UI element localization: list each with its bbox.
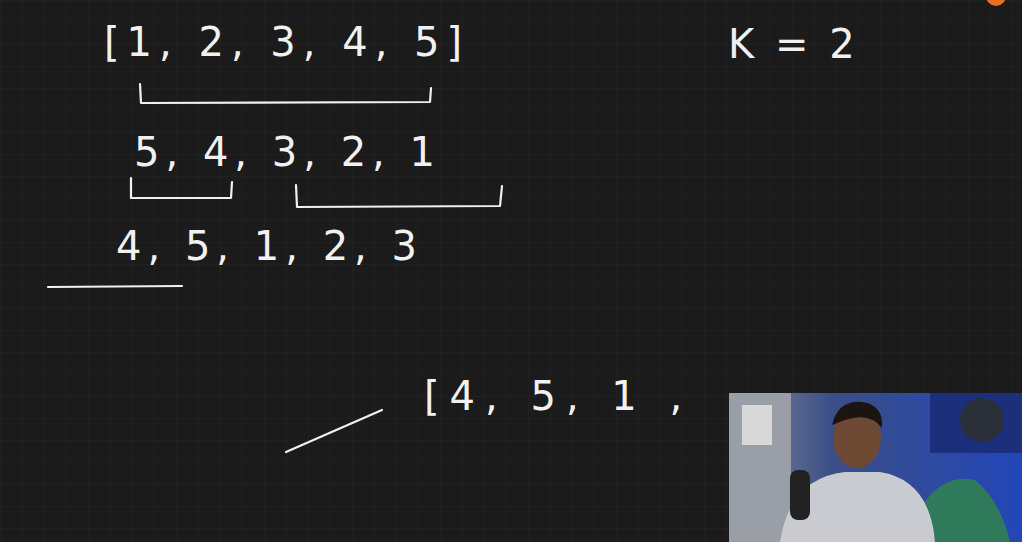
webcam-overlay <box>729 393 1022 542</box>
corner-icon <box>986 0 1006 6</box>
bracket <box>131 178 232 198</box>
pointer-line <box>286 410 382 452</box>
bracket <box>140 84 431 103</box>
handwritten-label: 5, 4, 3, 2, 1 <box>134 132 441 172</box>
bracket <box>296 185 502 207</box>
handwritten-label: [1, 2, 3, 4, 5] <box>104 22 469 62</box>
handwritten-label: [4, 5, 1 , <box>424 376 692 416</box>
handwritten-label: K = 2 <box>728 24 859 64</box>
underline <box>48 286 182 287</box>
handwritten-label: 4, 5, 1, 2, 3 <box>116 226 423 266</box>
